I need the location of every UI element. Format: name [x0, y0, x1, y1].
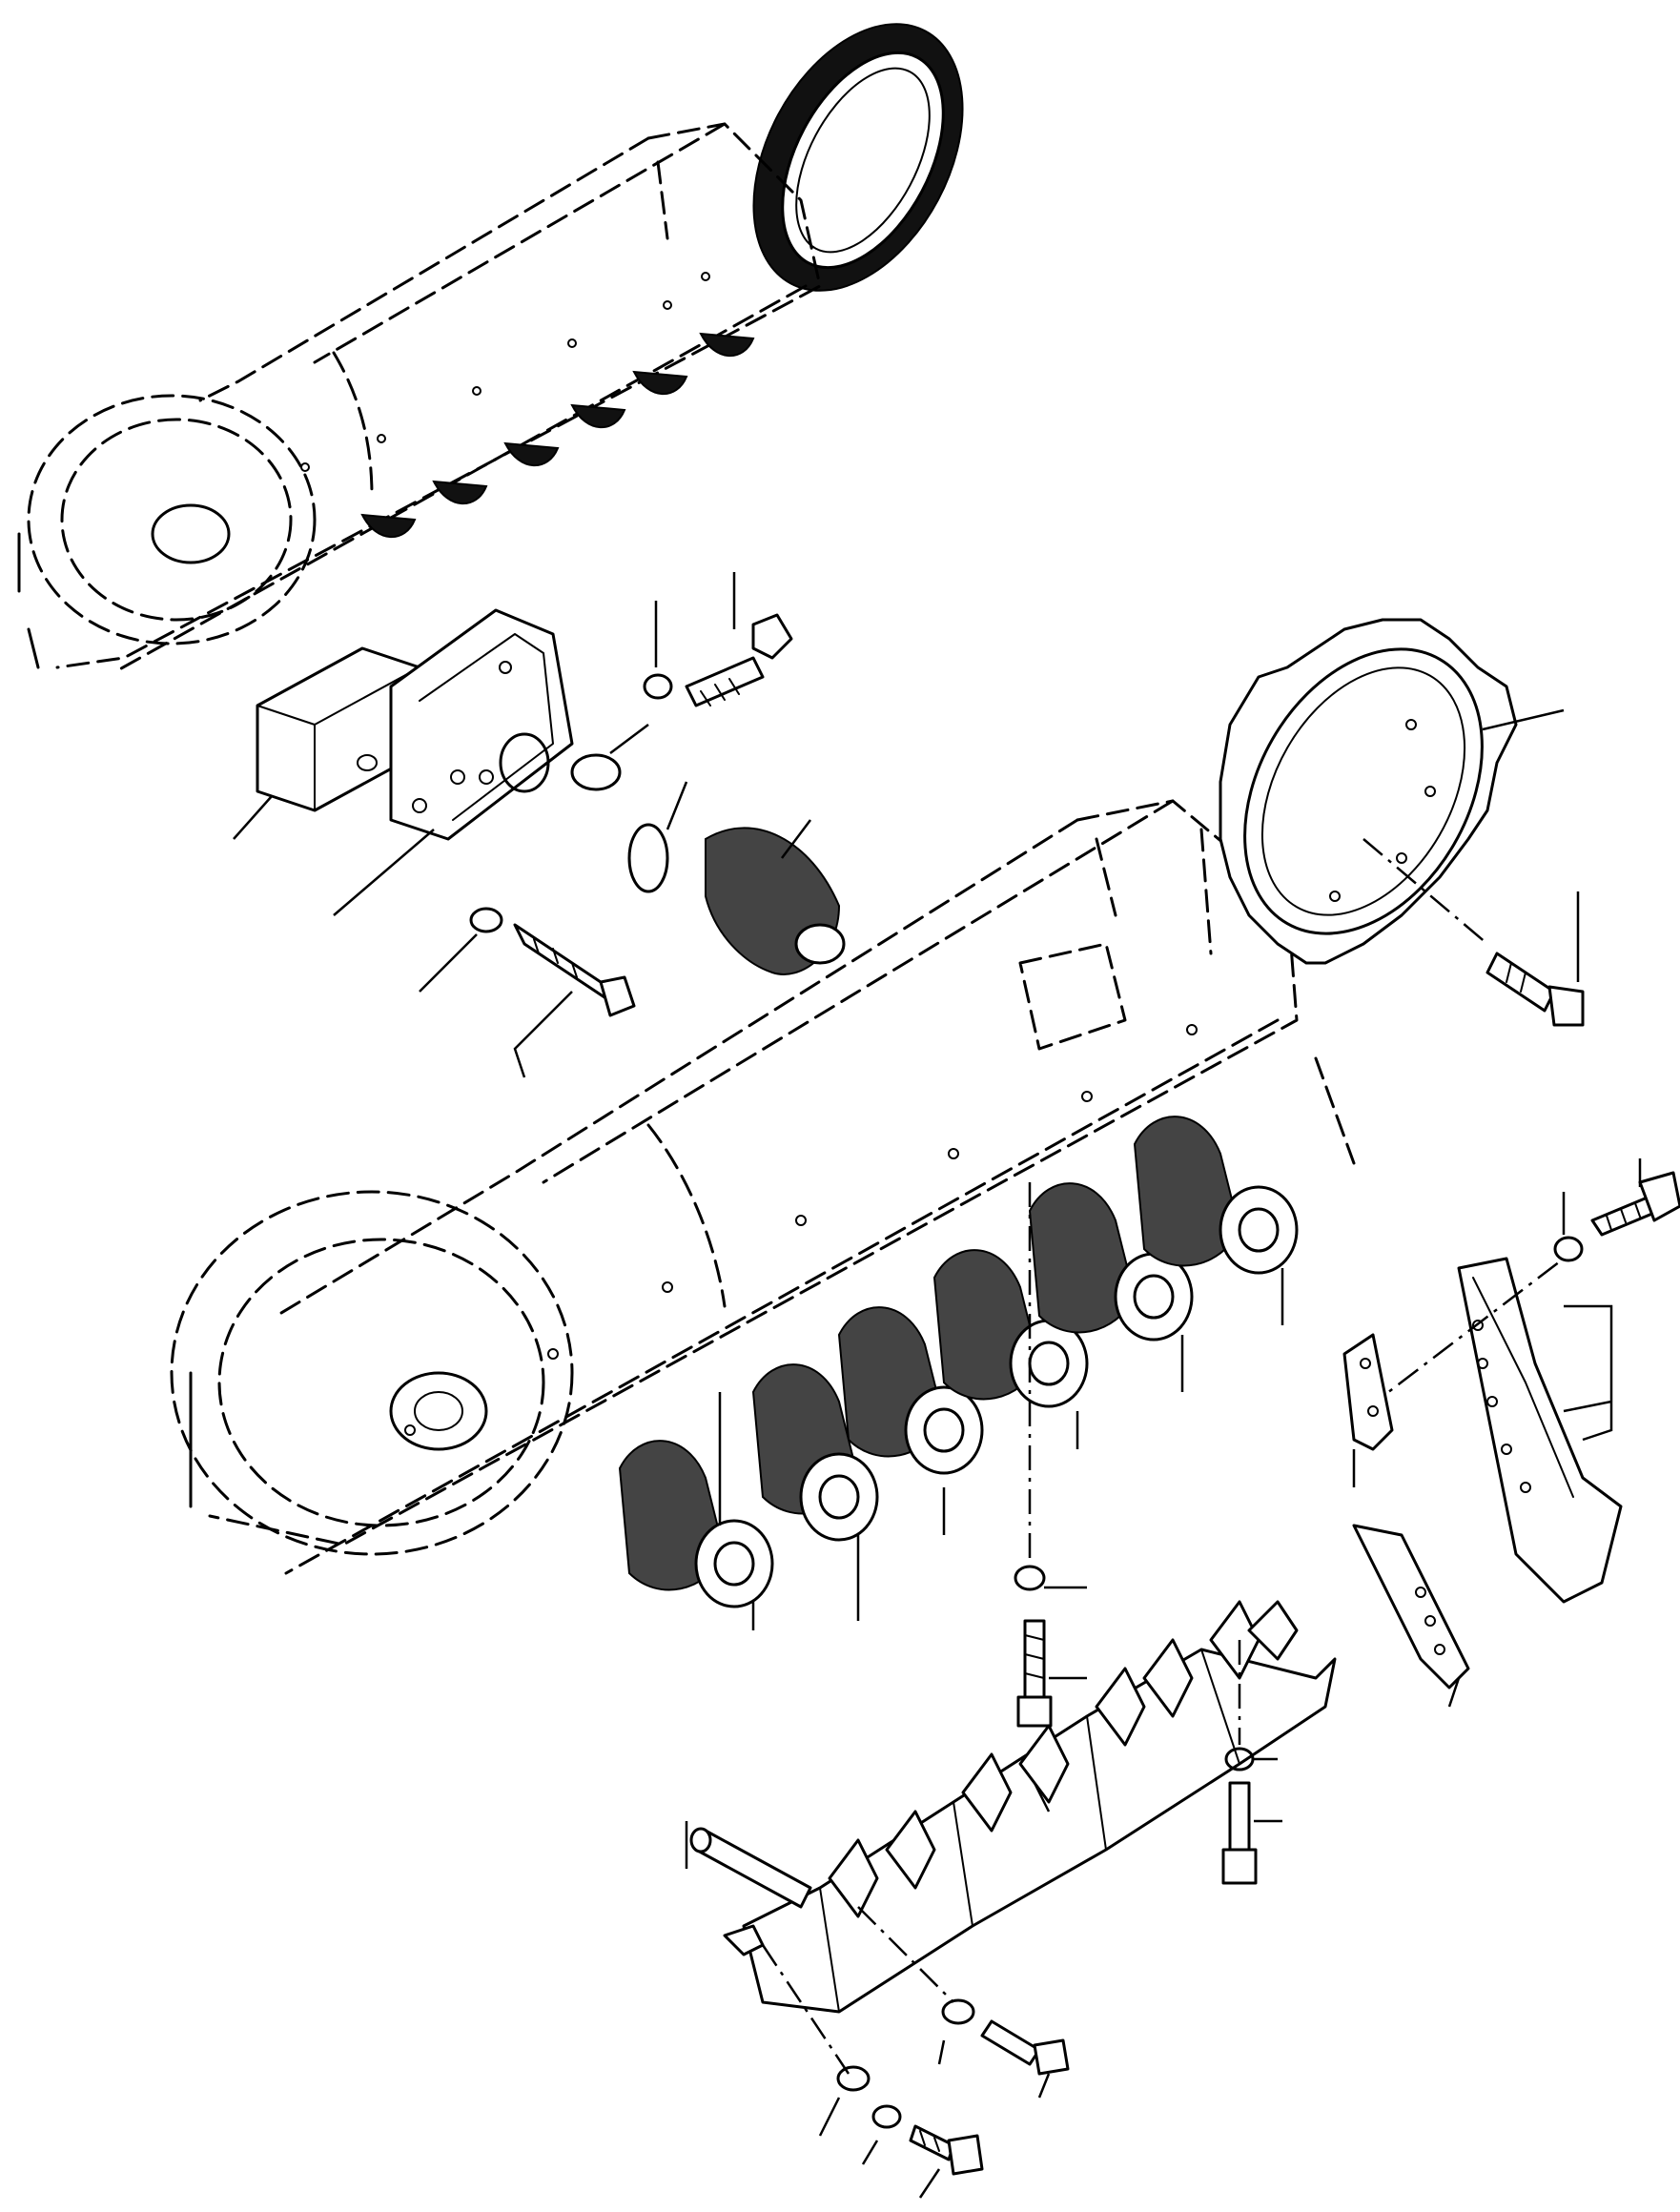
bracket-washer	[570, 724, 649, 791]
guard-plate	[1342, 1333, 1470, 1708]
track-roller-1	[618, 1440, 774, 1608]
upper-carrier-roller	[627, 781, 846, 975]
reference-track-rollers	[360, 332, 755, 539]
rock-guard-rail	[742, 1600, 1337, 2014]
rail-bolt-left	[857, 1906, 1070, 2099]
roller-bolt	[1014, 1182, 1087, 1728]
rail-bolt-right	[1221, 1640, 1282, 1885]
rail-end-bolt	[723, 1924, 984, 2199]
track-rollers	[618, 1116, 1299, 1630]
end-guard	[1457, 1257, 1623, 1604]
track-roller-3	[837, 1306, 984, 1475]
track-roller-4	[932, 1249, 1089, 1408]
track-roller-5	[1028, 1182, 1194, 1342]
reference-front-idler	[17, 394, 317, 669]
track-roller-6	[1133, 1116, 1299, 1275]
drive-sprocket	[1219, 618, 1565, 965]
reference-drive-sprocket	[752, 23, 964, 292]
main-track-frame	[208, 799, 1356, 1575]
end-guard-bolt	[1362, 1158, 1680, 1412]
idler-bracket	[333, 608, 574, 916]
bracket-bolt-lower	[419, 907, 636, 1078]
front-idler	[170, 1190, 574, 1556]
track-roller-2	[751, 1363, 879, 1542]
bracket-bolt-upper	[643, 572, 793, 707]
guard-pin	[685, 1821, 812, 1909]
sprocket-bolt	[1362, 838, 1585, 1027]
reference-track-frame	[17, 23, 964, 674]
recoil-block	[233, 646, 421, 840]
